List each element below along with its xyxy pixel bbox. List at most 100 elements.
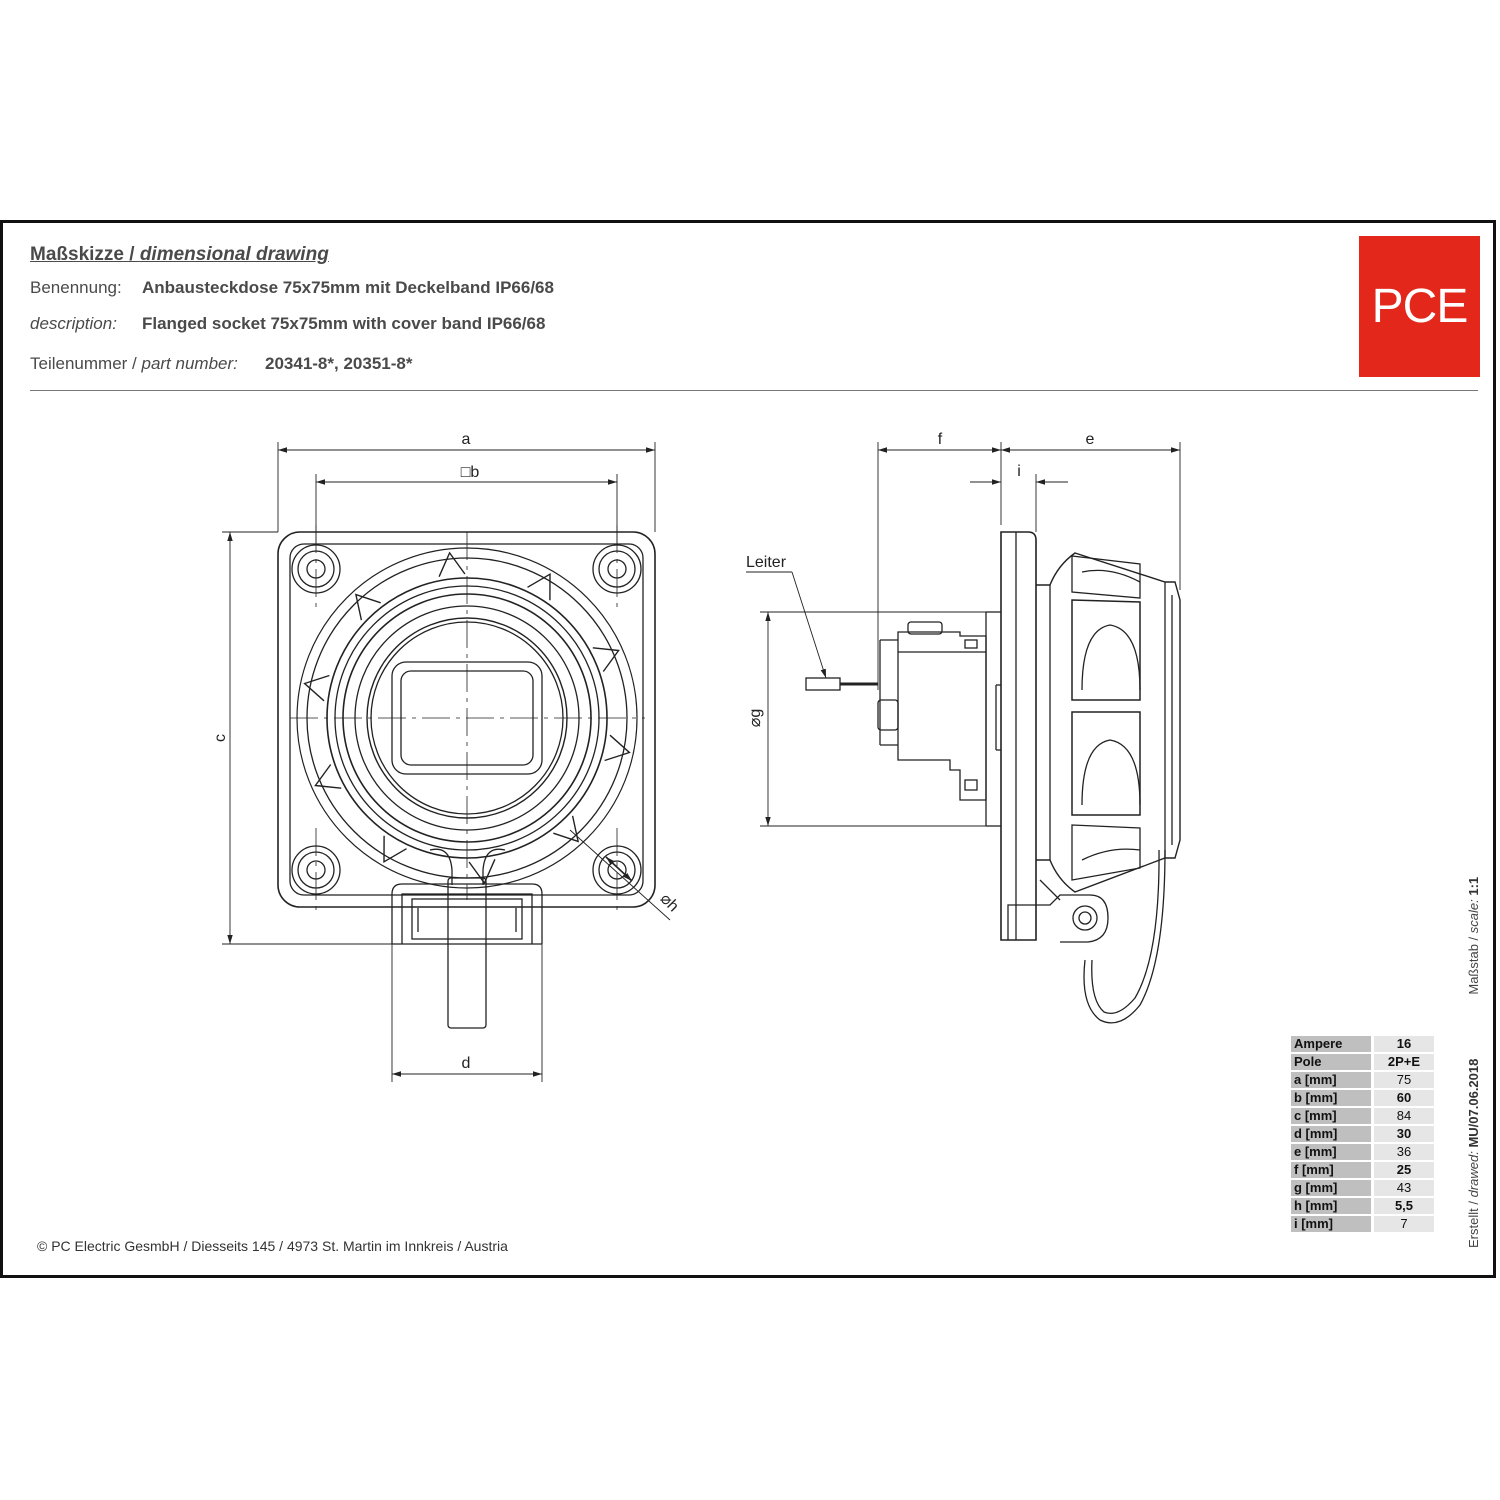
label-c: c	[212, 734, 229, 742]
spec-value: 5,5	[1374, 1198, 1434, 1214]
spec-row: e [mm]36	[1291, 1144, 1434, 1160]
label-leiter: Leiter	[746, 554, 787, 571]
spec-gap	[1371, 1162, 1374, 1178]
spec-key: c [mm]	[1291, 1108, 1371, 1124]
ring-rib	[592, 647, 620, 672]
description-label: description:	[30, 314, 117, 333]
spec-row: a [mm]75	[1291, 1072, 1434, 1088]
spec-value: 2P+E	[1374, 1054, 1434, 1070]
cover-band	[391, 848, 543, 1029]
label-g: ⌀g	[747, 709, 764, 728]
grip-segments	[1071, 555, 1141, 881]
side-view	[805, 531, 1181, 1024]
spec-row: d [mm]30	[1291, 1126, 1434, 1142]
title-en: dimensional drawing	[139, 244, 329, 265]
spec-gap	[1371, 1216, 1374, 1232]
spec-row: g [mm]43	[1291, 1180, 1434, 1196]
title-de: Maßskizze	[30, 244, 124, 265]
spec-gap	[1371, 1144, 1374, 1160]
ring-rib	[303, 674, 330, 702]
spec-value: 43	[1374, 1180, 1434, 1196]
part-label-en: part number:	[141, 354, 238, 373]
spec-value: 84	[1374, 1108, 1434, 1124]
name-label: Benennung:	[30, 278, 122, 297]
label-e: e	[1086, 431, 1095, 448]
ring-rib	[468, 859, 496, 885]
front-view	[277, 525, 656, 1029]
spec-value: 7	[1374, 1216, 1434, 1232]
scale-value: 1:1	[1466, 876, 1481, 896]
spec-row: i [mm]7	[1291, 1216, 1434, 1232]
created-value: MU/07.06.2018	[1466, 1058, 1481, 1148]
lanyard	[1083, 849, 1166, 1024]
part-number-value: 20341-8*, 20351-8*	[265, 354, 413, 373]
spec-key: a [mm]	[1291, 1072, 1371, 1088]
title-separator: /	[123, 244, 140, 265]
label-i: i	[1017, 463, 1021, 480]
spec-value: 16	[1374, 1036, 1434, 1052]
spec-value: 30	[1374, 1126, 1434, 1142]
spec-key: Ampere	[1291, 1036, 1371, 1052]
side-dimensions	[746, 442, 1181, 827]
ring-rib	[354, 593, 381, 621]
part-label-de: Teilenummer /	[30, 354, 142, 373]
name-value: Anbausteckdose 75x75mm mit Deckelband IP…	[142, 278, 554, 297]
ring-rib	[383, 835, 407, 864]
spec-key: e [mm]	[1291, 1144, 1371, 1160]
front-dimensions	[222, 442, 671, 1082]
name-row: Benennung: Anbausteckdose 75x75mm mit De…	[30, 278, 730, 300]
logo-text: PCE	[1371, 280, 1469, 333]
label-f: f	[938, 431, 943, 448]
spec-key: h [mm]	[1291, 1198, 1371, 1214]
spec-gap	[1371, 1198, 1374, 1214]
scale-label-en: scale:	[1466, 899, 1481, 934]
dimension-labels: a □b c d ⌀h f e i ⌀g Leiter	[212, 431, 1095, 1072]
ring-rib	[527, 572, 551, 601]
description-value: Flanged socket 75x75mm with cover band I…	[142, 314, 546, 333]
ring-rib	[604, 734, 631, 762]
spec-key: i [mm]	[1291, 1216, 1371, 1232]
spec-gap	[1371, 1036, 1374, 1052]
pce-logo: PCE	[1359, 236, 1480, 377]
spec-key: Pole	[1291, 1054, 1371, 1070]
spec-row: c [mm]84	[1291, 1108, 1434, 1124]
spec-gap	[1371, 1072, 1374, 1088]
header-divider	[30, 390, 1478, 391]
spec-key: b [mm]	[1291, 1090, 1371, 1106]
ring-rib	[438, 551, 466, 577]
spec-key: g [mm]	[1291, 1180, 1371, 1196]
created-label-en: drawed:	[1466, 1151, 1481, 1198]
hinge	[1007, 879, 1109, 943]
description-row: description: Flanged socket 75x75mm with…	[30, 314, 730, 336]
spec-value: 25	[1374, 1162, 1434, 1178]
rear-insert	[877, 621, 987, 801]
scale-label-de: Maßstab /	[1466, 933, 1481, 995]
label-b: □b	[461, 464, 480, 481]
spec-row: b [mm]60	[1291, 1090, 1434, 1106]
spec-gap	[1371, 1180, 1374, 1196]
ring-ribs	[303, 551, 631, 885]
spec-value: 75	[1374, 1072, 1434, 1088]
ring-rib	[553, 815, 580, 843]
spec-gap	[1371, 1126, 1374, 1142]
spec-gap	[1371, 1054, 1374, 1070]
part-number-label: Teilenummer / part number:	[30, 354, 238, 374]
side-info: Erstellt / drawed: MU/07.06.2018Maßstab …	[1466, 877, 1481, 1248]
spec-key: f [mm]	[1291, 1162, 1371, 1178]
spec-row: h [mm]5,5	[1291, 1198, 1434, 1214]
spec-gap	[1371, 1090, 1374, 1106]
drawing-title: Maßskizze / dimensional drawing	[30, 244, 329, 266]
ring-rib	[314, 764, 342, 789]
part-number-row: Teilenummer / part number: 20341-8*, 203…	[30, 354, 730, 376]
spec-gap	[1371, 1108, 1374, 1124]
wire	[805, 677, 878, 691]
label-a: a	[462, 431, 471, 448]
copyright: © PC Electric GesmbH / Diesseits 145 / 4…	[37, 1238, 508, 1254]
drawing-frame	[0, 220, 1496, 1278]
spec-value: 36	[1374, 1144, 1434, 1160]
spec-value: 60	[1374, 1090, 1434, 1106]
